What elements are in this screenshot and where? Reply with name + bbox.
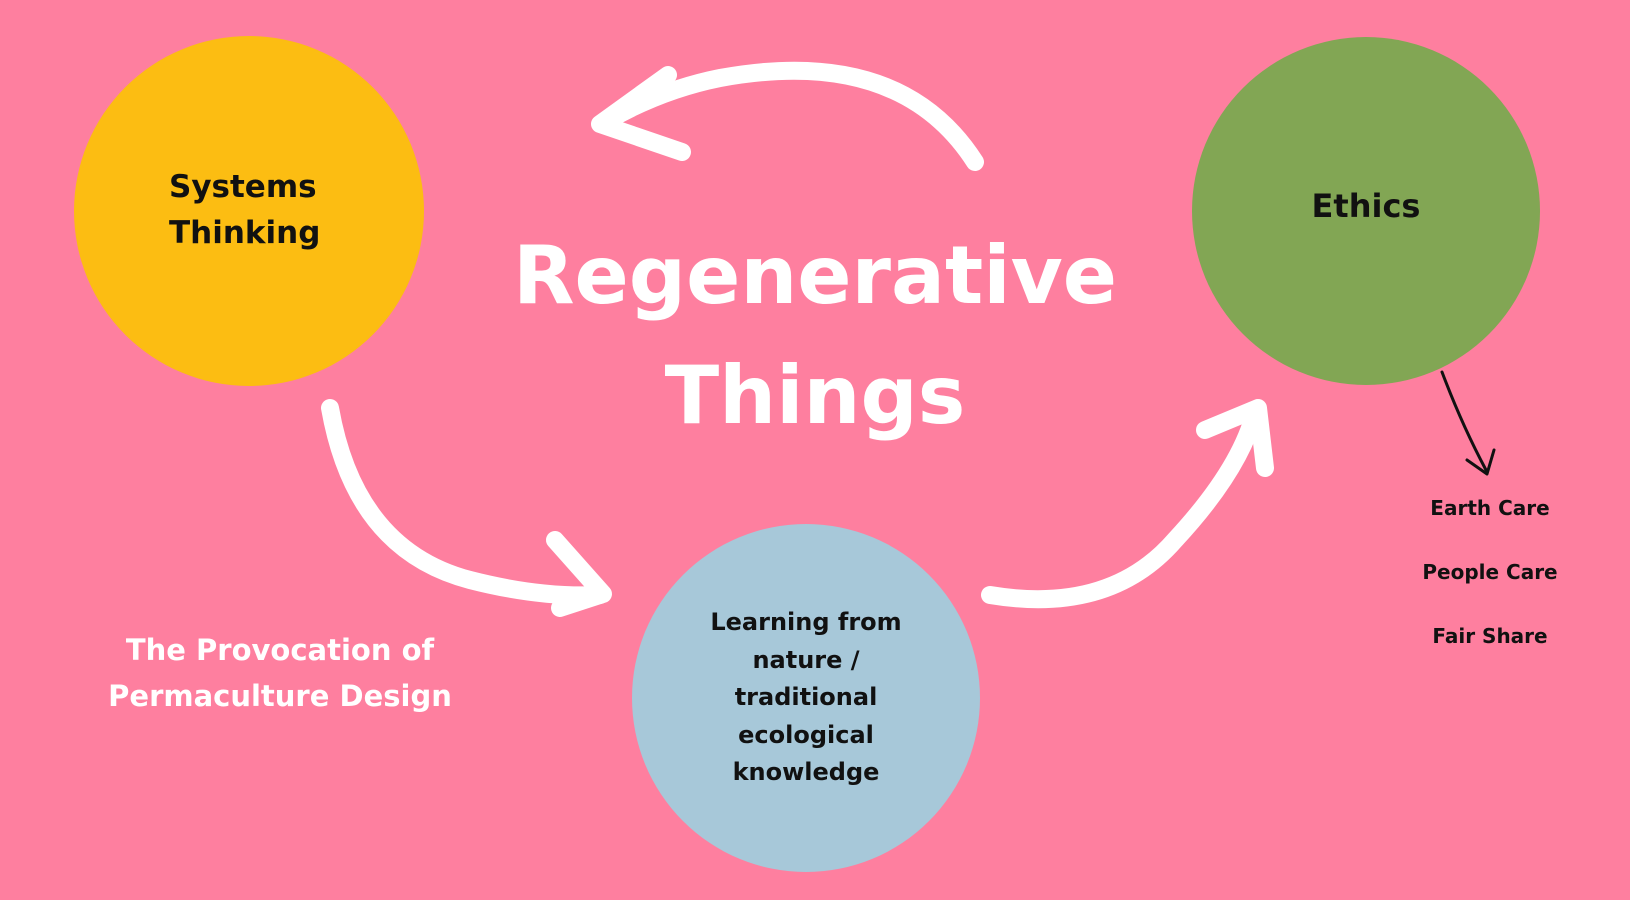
learning-line-3: traditional [734, 683, 878, 712]
node-learning: Learning from nature / traditional ecolo… [632, 524, 980, 872]
main-title-line-1: Regenerative [512, 229, 1118, 322]
arrow-ethics-to-principles [1440, 370, 1488, 472]
arrow-ethics-to-principles-head [1465, 448, 1496, 476]
principle-earth-care: Earth Care [1430, 496, 1550, 520]
node-learning-label: Learning from nature / traditional ecolo… [686, 604, 926, 792]
subtitle: The Provocation of Permaculture Design [60, 627, 500, 719]
subtitle-line-1: The Provocation of [125, 633, 435, 667]
arrow-ethics-to-systems-head [591, 66, 691, 161]
node-systems-thinking: Systems Thinking [74, 36, 424, 386]
arrow-learning-to-ethics [981, 403, 1264, 609]
node-ethics: Ethics [1192, 37, 1540, 385]
node-ethics-label: Ethics [1311, 187, 1421, 225]
node-systems-thinking-label: Systems Thinking [169, 164, 320, 256]
bottom-edge [0, 900, 1630, 914]
systems-line-1: Systems [169, 169, 317, 205]
arrow-systems-to-learning-head [546, 531, 612, 617]
learning-line-2: nature / [752, 645, 860, 674]
learning-line-4: ecological [738, 720, 874, 749]
principle-fair-share: Fair Share [1432, 624, 1548, 648]
main-title-line-2: Things [664, 349, 966, 442]
arrow-systems-to-learning [321, 399, 609, 605]
arrow-learning-to-ethics-head [1196, 399, 1274, 477]
systems-line-2: Thinking [169, 215, 321, 251]
subtitle-line-2: Permaculture Design [108, 679, 452, 713]
learning-line-1: Learning from [710, 608, 902, 637]
ethics-principles-list: Earth Care People Care Fair Share [1390, 492, 1590, 684]
principle-people-care: People Care [1422, 560, 1558, 584]
learning-line-5: knowledge [732, 758, 880, 787]
arrow-ethics-to-systems [596, 61, 984, 171]
